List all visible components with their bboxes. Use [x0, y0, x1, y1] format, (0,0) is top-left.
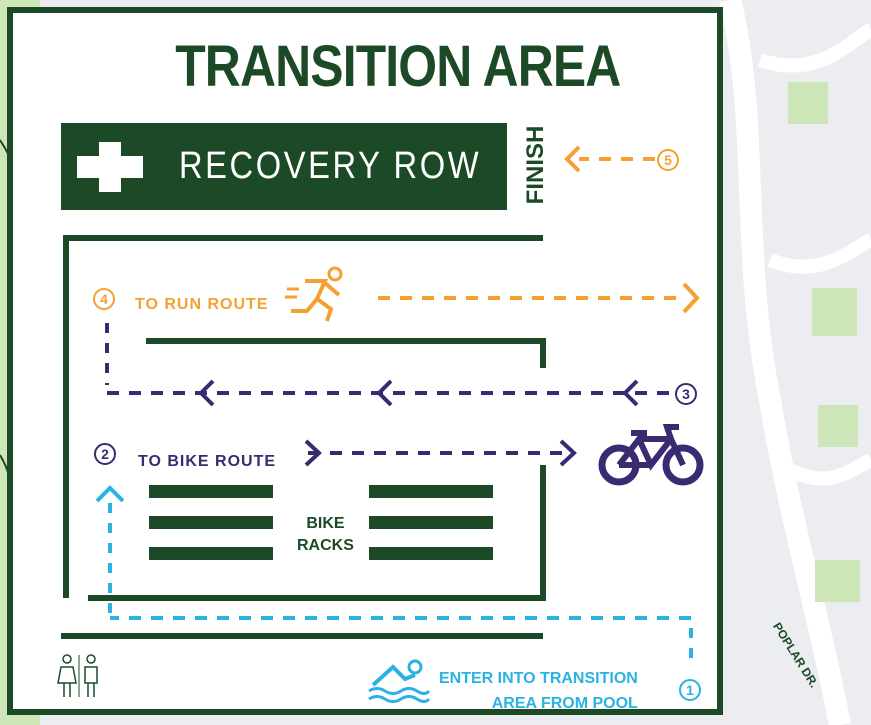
pool-entry-label: ENTER INTO TRANSITION AREA FROM POOL — [439, 670, 638, 712]
bicycle-icon — [598, 424, 704, 486]
first-aid-cross-icon — [77, 142, 143, 192]
step-5-marker: 5 — [657, 149, 679, 171]
step-3-marker: 3 — [675, 383, 697, 405]
recovery-row-label: RECOVERY ROW — [179, 145, 482, 187]
bike-route-label: TO BIKE ROUTE — [138, 453, 277, 470]
recovery-row-area: RECOVERY ROW — [61, 123, 507, 210]
step-1-marker: 1 — [679, 679, 701, 701]
bike-racks-label: BIKE RACKS — [297, 515, 354, 554]
step-4-marker: 4 — [93, 288, 115, 310]
route-lines — [61, 145, 700, 658]
page-title: TRANSITION AREA — [175, 34, 621, 99]
runner-icon — [285, 266, 343, 322]
restroom-icon — [57, 654, 98, 697]
transition-area-board: TRANSITION AREA RECOVERY ROW FINISH — [7, 7, 723, 715]
finish-label: FINISH — [522, 125, 549, 205]
swimmer-icon — [368, 659, 431, 703]
run-route-label: TO RUN ROUTE — [135, 296, 269, 313]
step-2-marker: 2 — [94, 443, 116, 465]
